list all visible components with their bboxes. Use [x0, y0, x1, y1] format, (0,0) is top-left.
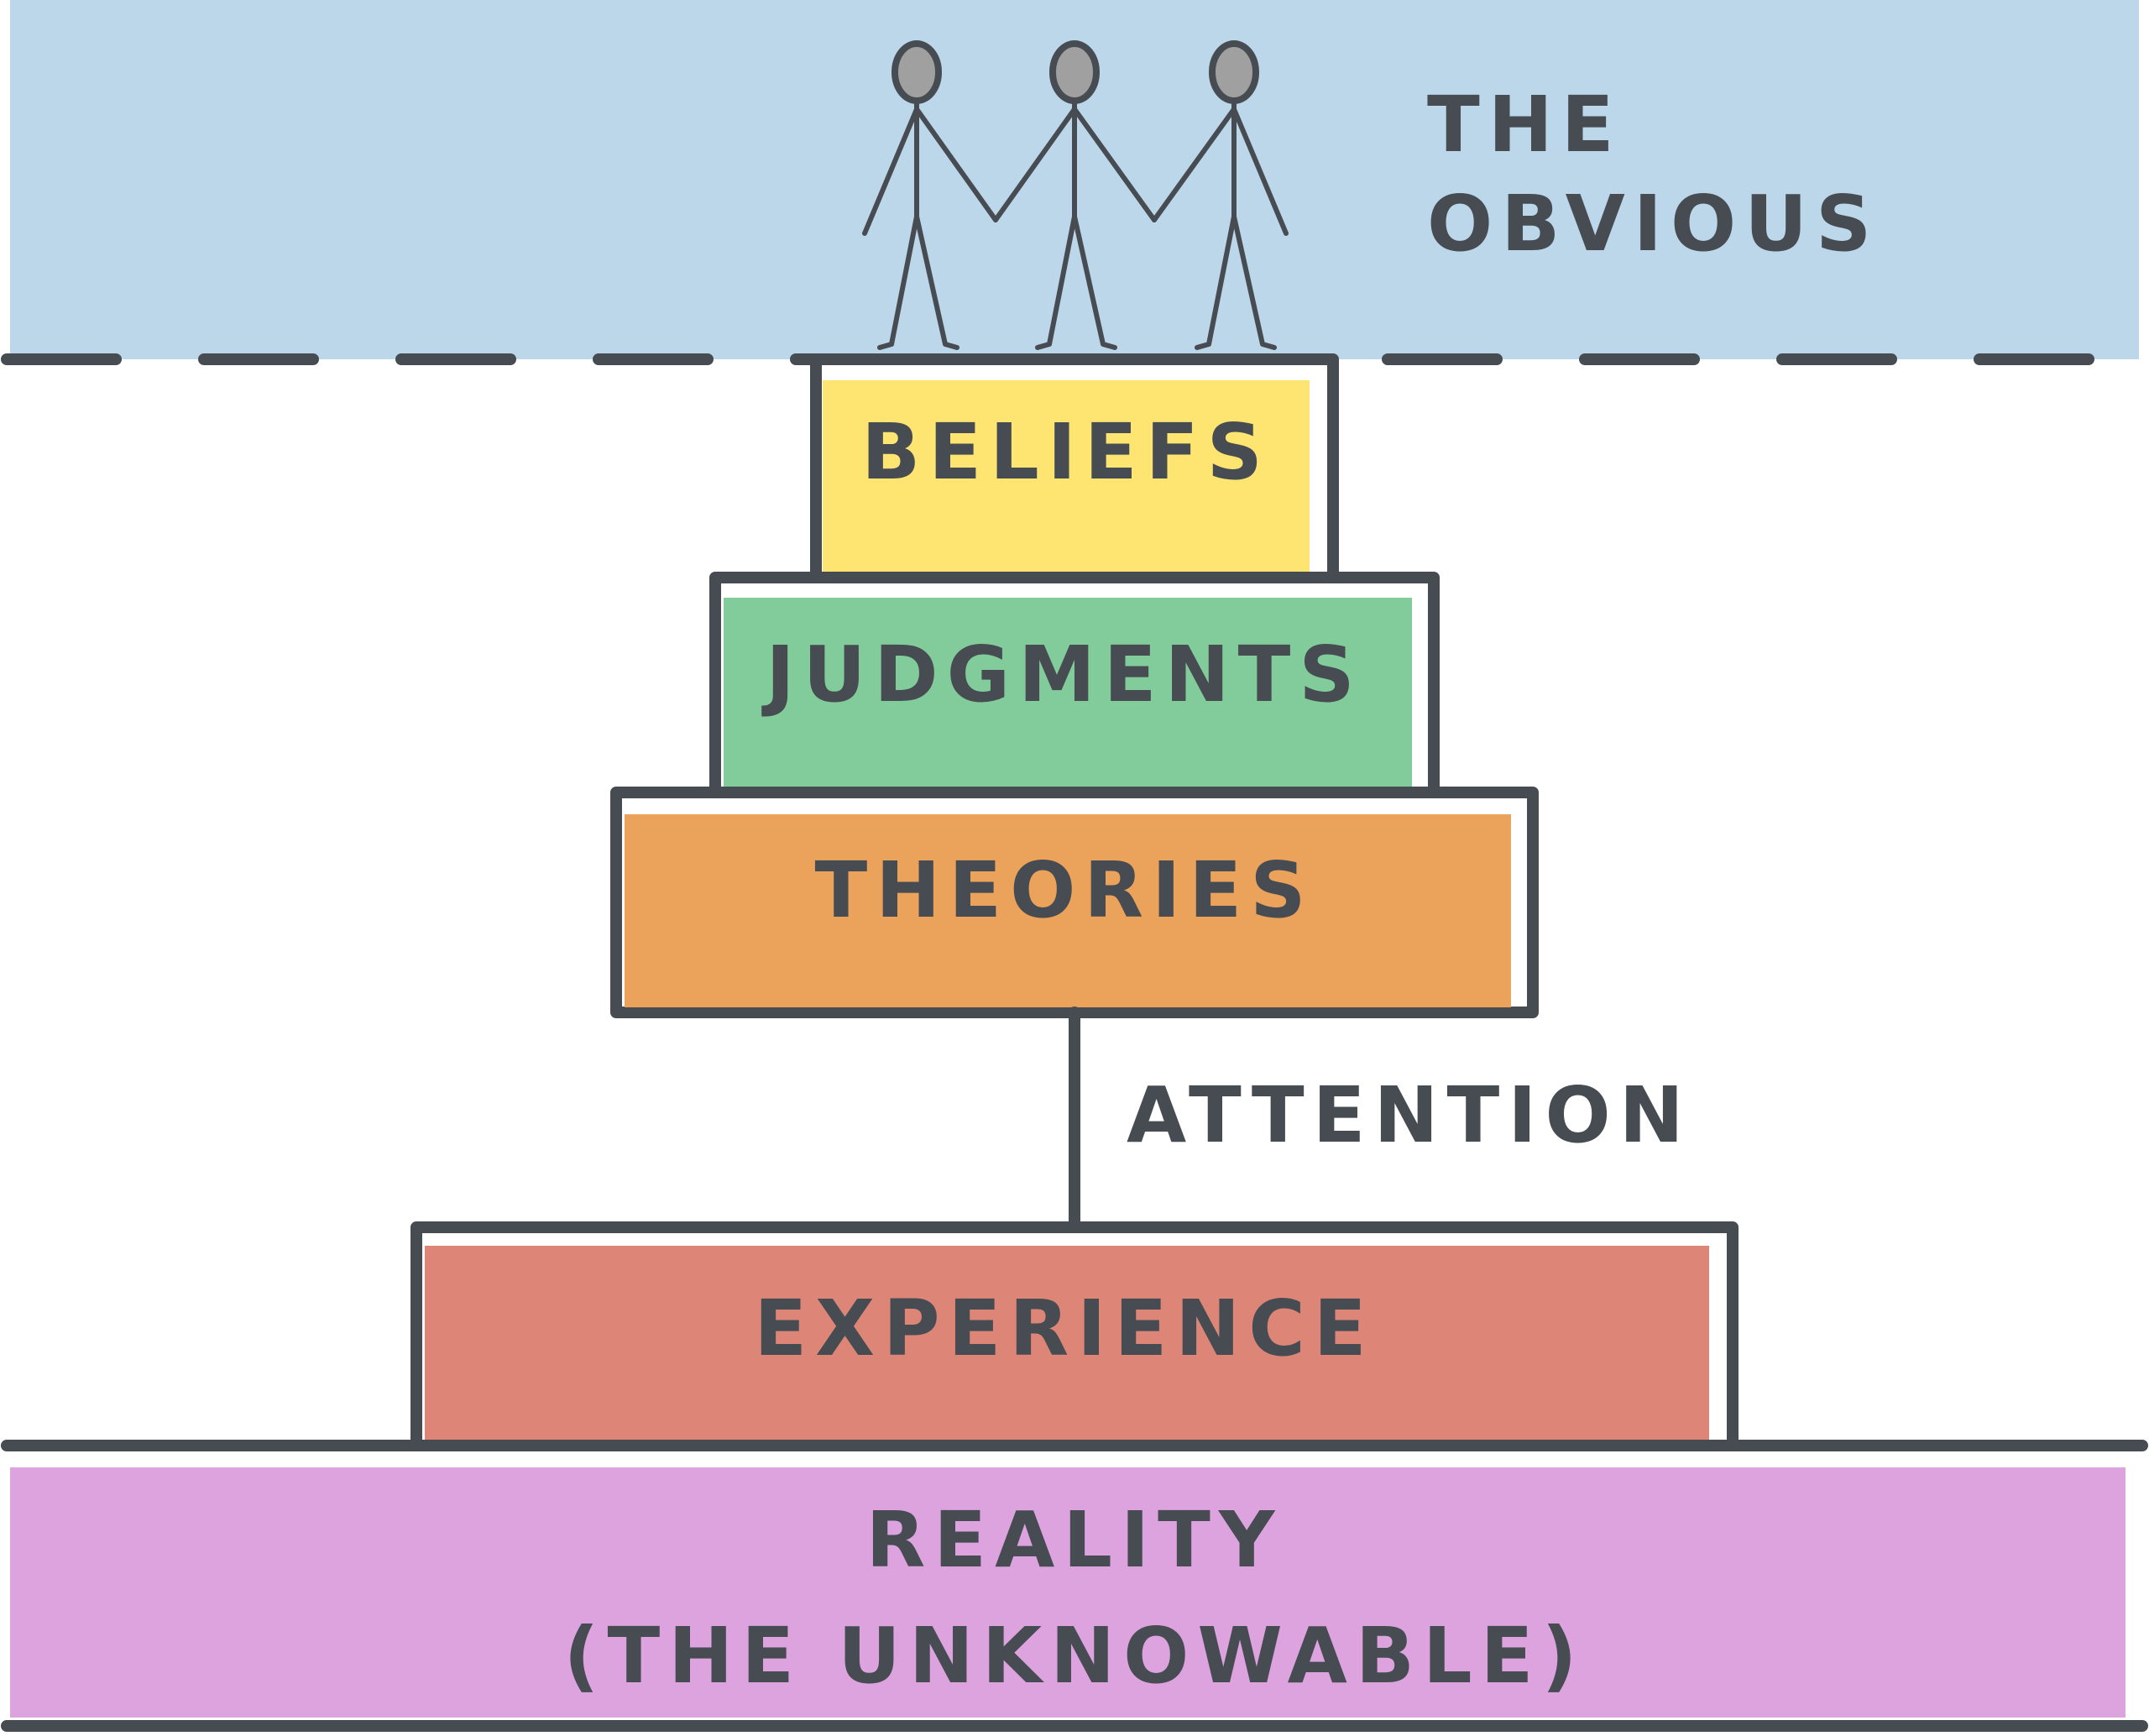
- tier-judgments-label: JUDGMENTS: [761, 630, 1362, 719]
- tier-experience: EXPERIENCE: [410, 1221, 1739, 1451]
- reality-label-line1: REALITY: [865, 1495, 1283, 1585]
- reality-region: [10, 1467, 2125, 1718]
- tier-theories-label: THEORIES: [815, 845, 1315, 935]
- person-figure: [862, 40, 998, 350]
- tier-experience-fill: [425, 1246, 1709, 1446]
- people-group: [862, 40, 1289, 350]
- tier-theories: THEORIES: [610, 787, 1539, 1018]
- tier-judgments-fill: [724, 598, 1412, 792]
- tier-beliefs-fill: [823, 380, 1310, 581]
- reality-label-line2: (THE UNKNOWABLE): [563, 1611, 1585, 1701]
- tier-beliefs: BELIEFS: [810, 353, 1339, 587]
- obvious-label-word-1: THE: [1427, 80, 1623, 170]
- tier-experience-label: EXPERIENCE: [754, 1284, 1374, 1373]
- tier-theories-fill: [625, 814, 1511, 1007]
- obvious-label-word-2: OBVIOUS: [1427, 179, 1880, 269]
- person-figure: [993, 40, 1157, 350]
- attention-label: ATTENTION: [1127, 1070, 1692, 1160]
- tier-beliefs-label: BELIEFS: [861, 407, 1271, 497]
- person-figure: [1152, 40, 1289, 350]
- tier-judgments: JUDGMENTS: [709, 572, 1440, 798]
